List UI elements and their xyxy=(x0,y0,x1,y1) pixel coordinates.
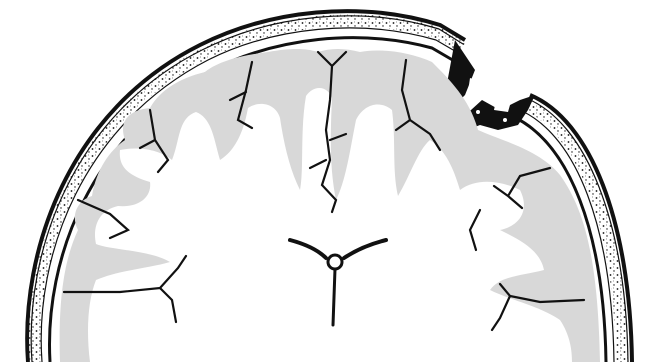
third-ventricle xyxy=(328,255,342,269)
midline-stalk xyxy=(333,269,335,325)
fracture-fragment xyxy=(503,118,507,122)
fracture-fragment xyxy=(468,78,488,96)
fracture-fragment xyxy=(476,110,480,114)
